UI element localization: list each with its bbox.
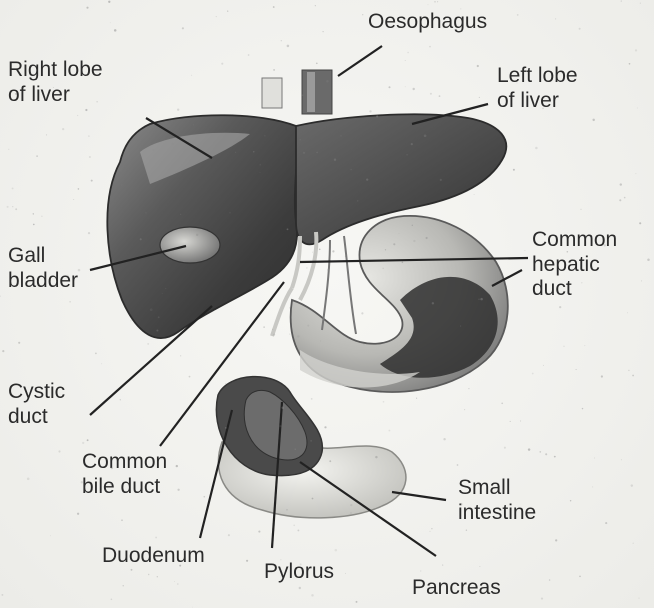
label-small-intestine: Small intestine xyxy=(458,476,536,525)
label-pylorus: Pylorus xyxy=(264,560,334,585)
gall-bladder-shape xyxy=(160,227,220,263)
label-left-lobe-of-liver: Left lobe of liver xyxy=(497,64,578,113)
label-pancreas: Pancreas xyxy=(412,576,501,601)
label-cystic-duct: Cystic duct xyxy=(8,380,65,429)
label-oesophagus: Oesophagus xyxy=(368,10,487,35)
label-common-hepatic-duct: Common hepatic duct xyxy=(532,228,617,302)
vessels xyxy=(322,236,356,334)
label-duodenum: Duodenum xyxy=(102,544,205,569)
label-right-lobe-of-liver: Right lobe of liver xyxy=(8,58,103,107)
label-common-bile-duct: Common bile duct xyxy=(82,450,167,499)
label-gall-bladder: Gall bladder xyxy=(8,244,78,293)
oesophagus-shape xyxy=(262,70,332,114)
